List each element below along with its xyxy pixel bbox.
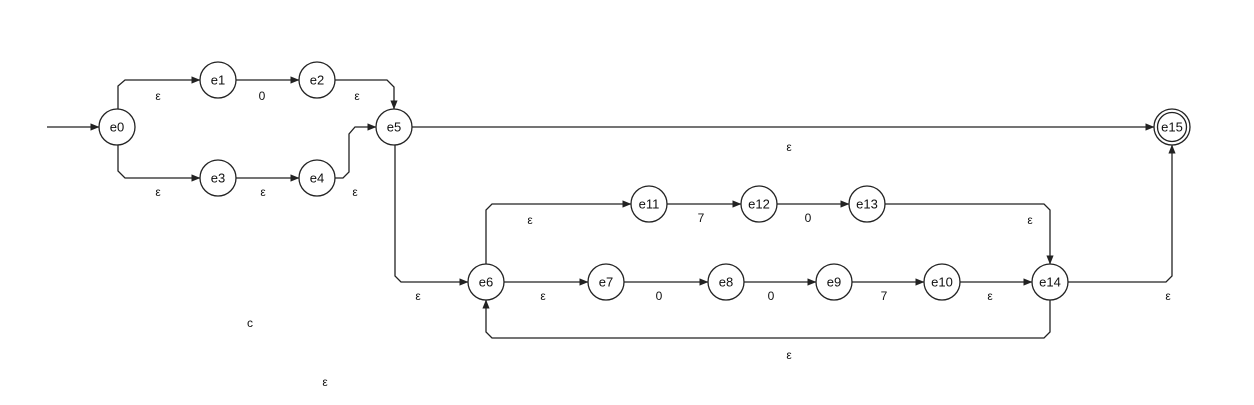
state-circle-e13 xyxy=(848,185,886,223)
transition-label-e14-e15: ε xyxy=(1165,289,1171,303)
transition-label-e11-e12: 7 xyxy=(698,211,705,225)
state-circle-e6 xyxy=(467,263,505,301)
transition-e13-e14 xyxy=(885,203,1054,265)
transition-label-e0-e3: ε xyxy=(155,185,161,199)
transition-label-e3-e4: ε xyxy=(260,185,266,199)
transition-label-e9-e10: 7 xyxy=(881,289,888,303)
states: e0 e1 e2 e3 e4 e5 e6 e7 e8 e9 e10 e11 e12 e13 e14 e15 xyxy=(98,61,1191,301)
transition-e0-e3 xyxy=(117,145,201,182)
transition-label-e13-e14: ε xyxy=(1027,213,1033,227)
state-label-e0: e0 xyxy=(110,119,124,134)
stray-label-0: c xyxy=(247,316,253,330)
state-e5: e5 xyxy=(375,108,413,146)
state-circle-e5 xyxy=(375,108,413,146)
state-circle-e10 xyxy=(923,263,961,301)
state-circle-e12 xyxy=(740,185,778,223)
state-label-e9: e9 xyxy=(827,274,841,289)
stray-label-1: ε xyxy=(322,375,328,389)
transition-e14-e6 xyxy=(482,299,1051,339)
state-e6: e6 xyxy=(467,263,505,301)
transition-label-e12-e13: 0 xyxy=(805,211,812,225)
transition-e0-e1 xyxy=(117,76,201,109)
state-e3: e3 xyxy=(199,159,237,197)
state-label-e2: e2 xyxy=(310,72,324,87)
transition-label-e14-e6: ε xyxy=(786,348,792,362)
state-e1: e1 xyxy=(199,61,237,99)
state-e9: e9 xyxy=(815,263,853,301)
transition-e14-e15 xyxy=(1068,144,1176,283)
transition-labels: ε 0 ε ε ε ε ε ε ε 7 0 ε ε 0 0 7 ε ε ε xyxy=(155,89,1171,362)
transition-label-e6-e11: ε xyxy=(527,213,533,227)
transition-e2-e5 xyxy=(335,79,398,110)
state-e15: e15 xyxy=(1153,108,1191,146)
transition-e4-e5 xyxy=(335,123,377,179)
state-label-e6: e6 xyxy=(479,274,493,289)
transition-label-e4-e5: ε xyxy=(352,185,358,199)
state-e4: e4 xyxy=(298,159,336,197)
state-circle-e8 xyxy=(707,263,745,301)
state-label-e3: e3 xyxy=(211,170,225,185)
state-circle-e4 xyxy=(298,159,336,197)
state-e0: e0 xyxy=(98,108,136,146)
transition-label-e5-e6: ε xyxy=(415,289,421,303)
transition-label-e8-e9: 0 xyxy=(768,289,775,303)
state-e10: e10 xyxy=(923,263,961,301)
state-label-e15: e15 xyxy=(1161,119,1183,134)
state-e13: e13 xyxy=(848,185,886,223)
state-label-e4: e4 xyxy=(310,170,324,185)
transition-label-e10-e14: ε xyxy=(987,289,993,303)
state-circle-e0 xyxy=(98,108,136,146)
state-label-e8: e8 xyxy=(719,274,733,289)
state-label-e14: e14 xyxy=(1039,274,1061,289)
state-circle-e7 xyxy=(587,263,625,301)
state-label-e12: e12 xyxy=(748,196,770,211)
accept-ring-e15 xyxy=(1156,111,1188,143)
state-e11: e11 xyxy=(630,185,668,223)
state-e12: e12 xyxy=(740,185,778,223)
state-circle-e3 xyxy=(199,159,237,197)
state-label-e13: e13 xyxy=(856,196,878,211)
state-e14: e14 xyxy=(1031,263,1069,301)
state-circle-e2 xyxy=(298,61,336,99)
state-label-e5: e5 xyxy=(387,119,401,134)
transition-label-e6-e7: ε xyxy=(540,289,546,303)
state-label-e1: e1 xyxy=(211,72,225,87)
transition-e6-e11 xyxy=(485,200,632,264)
state-e8: e8 xyxy=(707,263,745,301)
state-circle-e1 xyxy=(199,61,237,99)
state-circle-e11 xyxy=(630,185,668,223)
transition-label-e5-e15: ε xyxy=(786,140,792,154)
state-label-e11: e11 xyxy=(639,196,660,211)
state-e7: e7 xyxy=(587,263,625,301)
transition-label-e2-e5: ε xyxy=(354,89,360,103)
transition-label-e0-e1: ε xyxy=(155,89,161,103)
transition-e5-e6 xyxy=(394,145,469,286)
state-circle-e9 xyxy=(815,263,853,301)
state-label-e10: e10 xyxy=(931,274,953,289)
transitions xyxy=(47,76,1176,339)
transition-label-e7-e8: 0 xyxy=(656,289,663,303)
state-e2: e2 xyxy=(298,61,336,99)
stray-labels: cε xyxy=(247,316,328,389)
transition-label-e1-e2: 0 xyxy=(259,89,266,103)
state-label-e7: e7 xyxy=(599,274,613,289)
state-circle-e14 xyxy=(1031,263,1069,301)
